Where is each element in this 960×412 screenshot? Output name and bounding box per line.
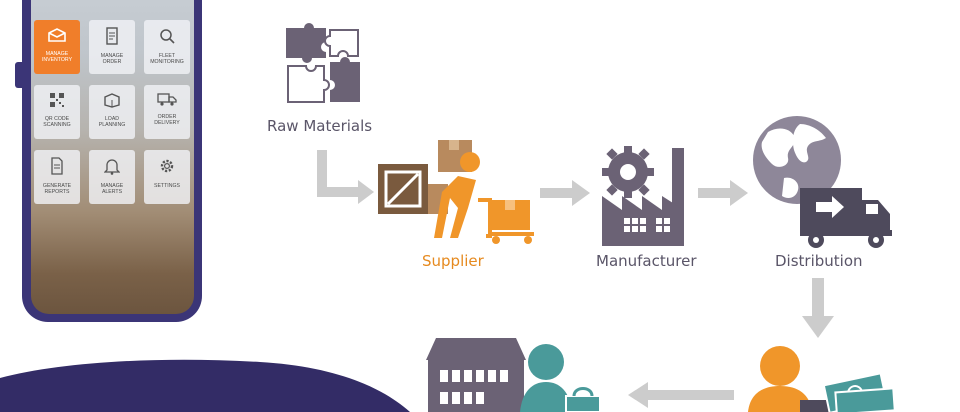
menu-tile-label: MANAGE ALERTS	[100, 183, 124, 195]
menu-tile-label: SETTINGS	[154, 183, 180, 189]
inventory-box-icon	[47, 20, 67, 47]
phone-side-button	[15, 62, 22, 88]
arrow-head	[358, 180, 374, 204]
menu-tile-label: MANAGE INVENTORY	[41, 51, 73, 63]
distribution-label: Distribution	[775, 252, 863, 270]
node-label-manufacturer: Manufacturer	[596, 252, 697, 270]
customer-icon	[520, 344, 601, 412]
node-label-raw-materials: Raw Materials	[267, 117, 373, 135]
menu-tile-settings[interactable]: SETTINGS	[144, 150, 190, 204]
factory-icon	[602, 146, 684, 246]
menu-tile-qr-code-scanning[interactable]: QR CODE SCANNING	[34, 85, 80, 139]
box-icon	[103, 85, 121, 112]
menu-tile-label: ORDER DELIVERY	[154, 114, 180, 126]
menu-tile-load-planning[interactable]: LOAD PLANNING	[89, 85, 135, 139]
menu-tile-order-delivery[interactable]: ORDER DELIVERY	[144, 85, 190, 139]
menu-tile-manage-alerts[interactable]: MANAGE ALERTS	[89, 150, 135, 204]
globe-truck-icon	[753, 116, 892, 248]
store-building-icon	[426, 338, 526, 412]
node-label-distribution: Distribution	[775, 252, 863, 270]
worker-with-boxes-icon	[378, 140, 534, 244]
menu-tile-manage-inventory[interactable]: MANAGE INVENTORY	[34, 20, 80, 74]
menu-tile-label: QR CODE SCANNING	[43, 116, 71, 128]
menu-tile-fleet-monitoring[interactable]: FLEET MONITORING	[144, 20, 190, 74]
raw-materials-label: Raw Materials	[267, 117, 372, 135]
menu-tile-manage-order[interactable]: MANAGE ORDER	[89, 20, 135, 74]
menu-tile-label: GENERATE REPORTS	[42, 183, 72, 195]
supplier-label: Supplier	[422, 252, 484, 270]
manufacturer-label: Manufacturer	[596, 252, 697, 270]
menu-tile-generate-reports[interactable]: GENERATE REPORTS	[34, 150, 80, 204]
phone-screen: MANAGE INVENTORY MANAGE ORDER FLEET MONITO…	[31, 0, 194, 314]
qr-code-icon	[49, 85, 65, 112]
report-icon	[50, 150, 64, 179]
menu-tile-label: FLEET MONITORING	[150, 53, 184, 65]
person-with-money-icon	[748, 346, 896, 412]
node-label-supplier: Supplier	[422, 252, 484, 270]
magnifier-icon	[158, 20, 176, 49]
delivery-truck-icon	[157, 85, 177, 110]
menu-tile-label: LOAD PLANNING	[98, 116, 126, 128]
order-document-icon	[104, 20, 120, 49]
gear-icon	[158, 150, 176, 179]
menu-tile-label: MANAGE ORDER	[100, 53, 124, 65]
bell-icon	[103, 150, 121, 179]
puzzle-pieces-icon	[286, 23, 360, 103]
